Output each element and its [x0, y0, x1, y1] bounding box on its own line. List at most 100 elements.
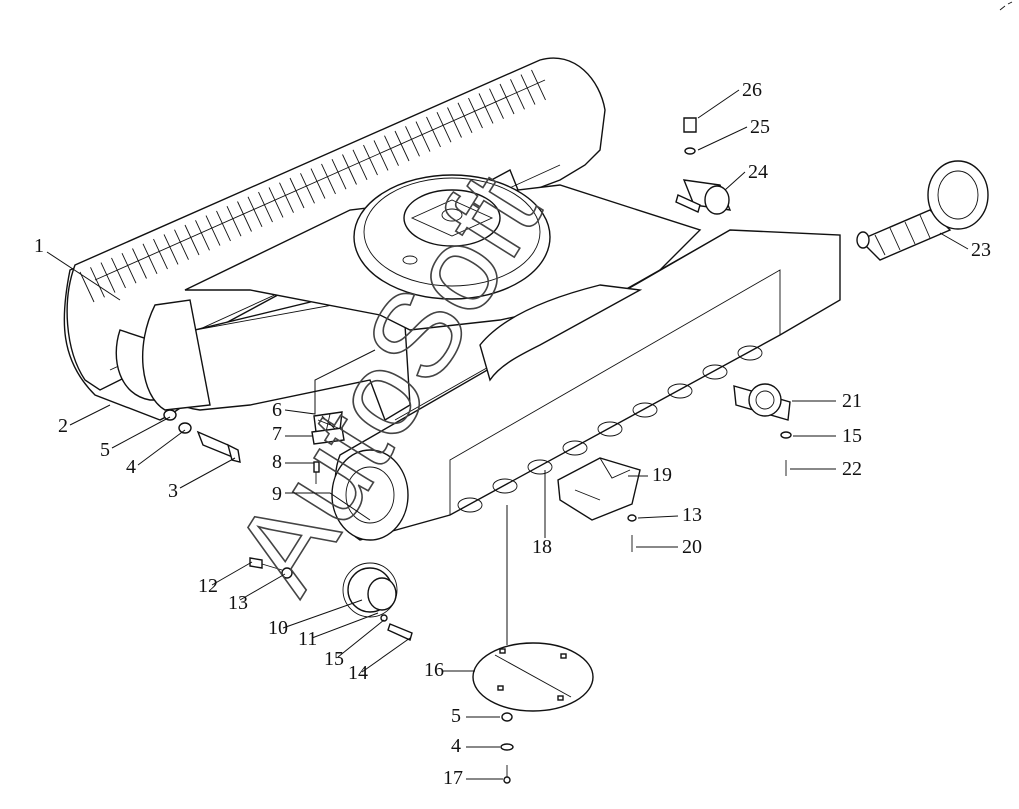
track-shoe	[247, 196, 263, 227]
part-callout-12: 12	[198, 575, 218, 597]
part-callout-14: 14	[348, 662, 368, 684]
carrier-roller	[675, 117, 732, 215]
part-callout-25: 25	[750, 116, 770, 138]
track-shoe	[321, 163, 336, 195]
leader-line-14	[361, 637, 411, 673]
bottom-roller	[667, 383, 693, 399]
leader-line-3	[179, 457, 236, 489]
part-callout-5: 5	[100, 439, 110, 461]
track-shoe	[79, 271, 95, 303]
track-shoe	[184, 224, 200, 256]
pin-assembly-left	[163, 409, 241, 463]
corner-mark	[999, 1, 1013, 11]
part-callout-23: 23	[971, 239, 991, 261]
track-shoe	[195, 220, 210, 251]
track-shoe	[216, 210, 231, 242]
leader-line-2	[69, 404, 111, 426]
track-shoe	[373, 140, 389, 171]
track-shoe	[310, 168, 326, 199]
part-callout-2: 2	[58, 415, 68, 437]
leader-line-25	[697, 126, 748, 151]
track-shoe	[415, 121, 431, 152]
part-callout-20: 20	[682, 536, 702, 558]
part-callout-17: 17	[443, 767, 463, 789]
part-callout-10: 10	[268, 617, 288, 639]
part-callout-18: 18	[532, 536, 552, 558]
part-callout-5: 5	[451, 705, 461, 727]
bottom-roller	[492, 478, 518, 494]
track-shoe	[499, 83, 515, 115]
track-shoe	[468, 97, 483, 129]
track-shoe	[174, 229, 189, 260]
bottom-roller	[527, 459, 553, 475]
bottom-roller	[457, 497, 483, 513]
guard-bracket	[557, 457, 641, 552]
track-shoe	[300, 173, 315, 204]
part-callout-13: 13	[682, 504, 702, 526]
part-callout-22: 22	[842, 458, 862, 480]
track-shoe	[394, 130, 410, 162]
bottom-cover	[472, 505, 594, 784]
leader-line-10	[282, 599, 363, 629]
part-callout-3: 3	[168, 480, 178, 502]
track-shoe	[226, 206, 242, 237]
leader-line-12	[211, 561, 253, 586]
leader-line-26	[697, 89, 740, 119]
track-shoe	[478, 93, 494, 124]
bottom-roller	[632, 402, 658, 418]
leader-line-15	[337, 619, 385, 658]
bottom-roller	[737, 345, 763, 361]
track-shoe	[153, 238, 168, 270]
track-shoe	[142, 243, 158, 274]
track-shoe	[268, 187, 284, 218]
cover-plates	[311, 411, 345, 484]
part-callout-21: 21	[842, 390, 862, 412]
leader-line-1	[46, 251, 121, 301]
leader-line-4	[137, 429, 186, 466]
track-shoe	[405, 126, 420, 157]
track-shoe	[426, 116, 441, 148]
leader-line-11	[311, 612, 379, 639]
leader-line-6	[284, 349, 376, 415]
leader-line-5	[111, 416, 171, 449]
part-callout-26: 26	[742, 79, 762, 101]
track-shoe	[510, 79, 525, 110]
part-callout-4: 4	[451, 735, 461, 757]
track-shoe	[132, 248, 147, 279]
track-shoe	[279, 182, 294, 213]
part-callout-4: 4	[126, 456, 136, 478]
track-shoe	[163, 234, 179, 265]
track-shoe	[111, 257, 126, 289]
track-shoe	[489, 88, 504, 119]
track-shoe	[121, 253, 137, 284]
track-shoe	[363, 144, 378, 176]
track-shoe	[100, 262, 116, 293]
part-callout-19: 19	[652, 464, 672, 486]
track-shoe	[352, 149, 368, 180]
track-shoe	[520, 74, 536, 105]
leader-line-24	[724, 171, 746, 191]
leader-line-23	[939, 232, 969, 250]
idler-recoil-assembly	[856, 160, 989, 261]
part-callout-7: 7	[272, 423, 282, 445]
part-callout-11: 11	[298, 628, 317, 650]
track-shoe	[331, 159, 347, 190]
track-shoe	[457, 102, 473, 133]
track-shoe	[90, 267, 105, 298]
leader-line-13	[239, 573, 286, 601]
track-shoe	[436, 112, 452, 143]
part-callout-13: 13	[228, 592, 248, 614]
right-track-frame	[331, 229, 841, 541]
part-callout-16: 16	[424, 659, 444, 681]
left-side-frame	[115, 289, 411, 422]
track-shoe	[205, 215, 221, 246]
track-shoe	[531, 69, 546, 101]
leader-line-13	[637, 515, 679, 519]
track-shoe	[384, 135, 399, 166]
bottom-roller	[597, 421, 623, 437]
track-shoe	[289, 177, 305, 209]
part-callout-15: 15	[842, 425, 862, 447]
part-callout-6: 6	[272, 399, 282, 421]
part-callout-1: 1	[34, 235, 44, 257]
